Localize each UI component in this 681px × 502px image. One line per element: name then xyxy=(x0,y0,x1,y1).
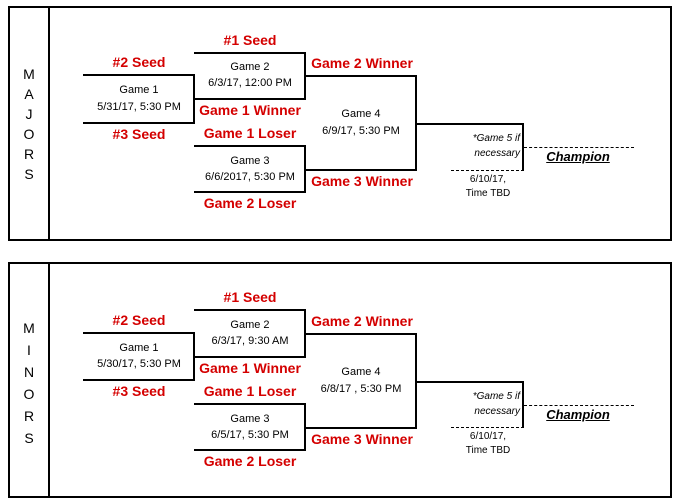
bracket-line xyxy=(83,122,195,124)
game-5-time: Time TBD xyxy=(465,445,511,456)
bracket-line xyxy=(194,403,306,405)
champion-label: Champion xyxy=(546,407,610,422)
game-4-date: 6/9/17, 5:30 PM xyxy=(322,125,400,137)
seed-2-label: #2 Seed xyxy=(112,54,166,70)
champion-dashed-line xyxy=(524,147,634,148)
game-5-note: *Game 5 if xyxy=(472,133,520,144)
game-4-title: Game 4 xyxy=(341,108,381,120)
game-1-date: 5/30/17, 5:30 PM xyxy=(97,358,181,370)
game-3-winner-label: Game 3 Winner xyxy=(311,431,413,447)
majors-bracket-panel: M A J O R S #2 Seed #3 Seed Game 1 5/31/… xyxy=(8,6,672,241)
game-1-winner-label: Game 1 Winner xyxy=(199,360,301,376)
bracket-line xyxy=(305,427,417,429)
bracket-line xyxy=(83,379,195,381)
bracket-line xyxy=(305,333,417,335)
division-letter: R xyxy=(23,408,35,424)
division-letter: O xyxy=(23,386,35,402)
division-letter: R xyxy=(23,146,35,162)
bracket-line xyxy=(416,123,524,125)
bracket-line xyxy=(83,332,195,334)
game-2-date: 6/3/17, 9:30 AM xyxy=(211,335,289,347)
bracket-line xyxy=(305,169,417,171)
bracket-line xyxy=(83,74,195,76)
bracket-line xyxy=(194,449,306,451)
game-5-dashed-line xyxy=(451,427,524,428)
game-1-title: Game 1 xyxy=(119,84,159,96)
game-2-date: 6/3/17, 12:00 PM xyxy=(208,77,292,89)
game-3-winner-label: Game 3 Winner xyxy=(311,173,413,189)
game-1-title: Game 1 xyxy=(119,342,159,354)
game-2-winner-label: Game 2 Winner xyxy=(311,313,413,329)
game-5-date: 6/10/17, xyxy=(469,431,507,442)
game-5-dashed-line xyxy=(451,170,524,171)
game-5-note: necessary xyxy=(474,148,520,159)
game-5-time: Time TBD xyxy=(465,188,511,199)
seed-3-label: #3 Seed xyxy=(112,126,166,142)
game-3-title: Game 3 xyxy=(230,413,270,425)
game-3-date: 6/5/17, 5:30 PM xyxy=(211,429,289,441)
game-1-loser-label: Game 1 Loser xyxy=(203,125,297,141)
seed-2-label: #2 Seed xyxy=(112,312,166,328)
game-1-loser-label: Game 1 Loser xyxy=(203,383,297,399)
game-4-date: 6/8/17 , 5:30 PM xyxy=(320,383,402,395)
game-2-loser-label: Game 2 Loser xyxy=(203,453,297,469)
division-label: M I N O R S xyxy=(10,264,50,496)
bracket-line xyxy=(194,145,306,147)
game-4-title: Game 4 xyxy=(341,366,381,378)
minors-bracket-panel: M I N O R S #2 Seed #3 Seed Game 1 5/30/… xyxy=(8,262,672,498)
bracket-line xyxy=(194,98,306,100)
bracket-line xyxy=(416,381,524,383)
seed-1-label: #1 Seed xyxy=(223,32,277,48)
game-2-title: Game 2 xyxy=(230,61,270,73)
division-letter: J xyxy=(25,106,33,122)
division-letter: A xyxy=(24,86,34,102)
bracket-line xyxy=(194,309,306,311)
game-1-date: 5/31/17, 5:30 PM xyxy=(97,101,181,113)
bracket-line xyxy=(194,52,306,54)
bracket-line xyxy=(522,123,524,171)
game-2-title: Game 2 xyxy=(230,319,270,331)
champion-label: Champion xyxy=(546,149,610,164)
champion-dashed-line xyxy=(524,405,634,406)
division-letter: M xyxy=(23,66,35,82)
division-letter: M xyxy=(23,320,35,336)
game-5-note: *Game 5 if xyxy=(472,391,520,402)
seed-1-label: #1 Seed xyxy=(223,289,277,305)
bracket-line xyxy=(194,356,306,358)
seed-3-label: #3 Seed xyxy=(112,383,166,399)
division-letter: S xyxy=(24,430,34,446)
bracket-line xyxy=(305,75,417,77)
bracket-line xyxy=(522,381,524,428)
game-5-note: necessary xyxy=(474,406,520,417)
division-label: M A J O R S xyxy=(10,8,50,239)
bracket-line xyxy=(194,191,306,193)
game-2-loser-label: Game 2 Loser xyxy=(203,195,297,211)
division-letter: S xyxy=(24,166,34,182)
game-3-date: 6/6/2017, 5:30 PM xyxy=(205,171,295,183)
division-letter: I xyxy=(27,342,31,358)
division-letter: N xyxy=(23,364,35,380)
game-2-winner-label: Game 2 Winner xyxy=(311,55,413,71)
game-3-title: Game 3 xyxy=(230,155,270,167)
game-5-date: 6/10/17, xyxy=(469,174,507,185)
game-1-winner-label: Game 1 Winner xyxy=(199,102,301,118)
division-letter: O xyxy=(23,126,35,142)
